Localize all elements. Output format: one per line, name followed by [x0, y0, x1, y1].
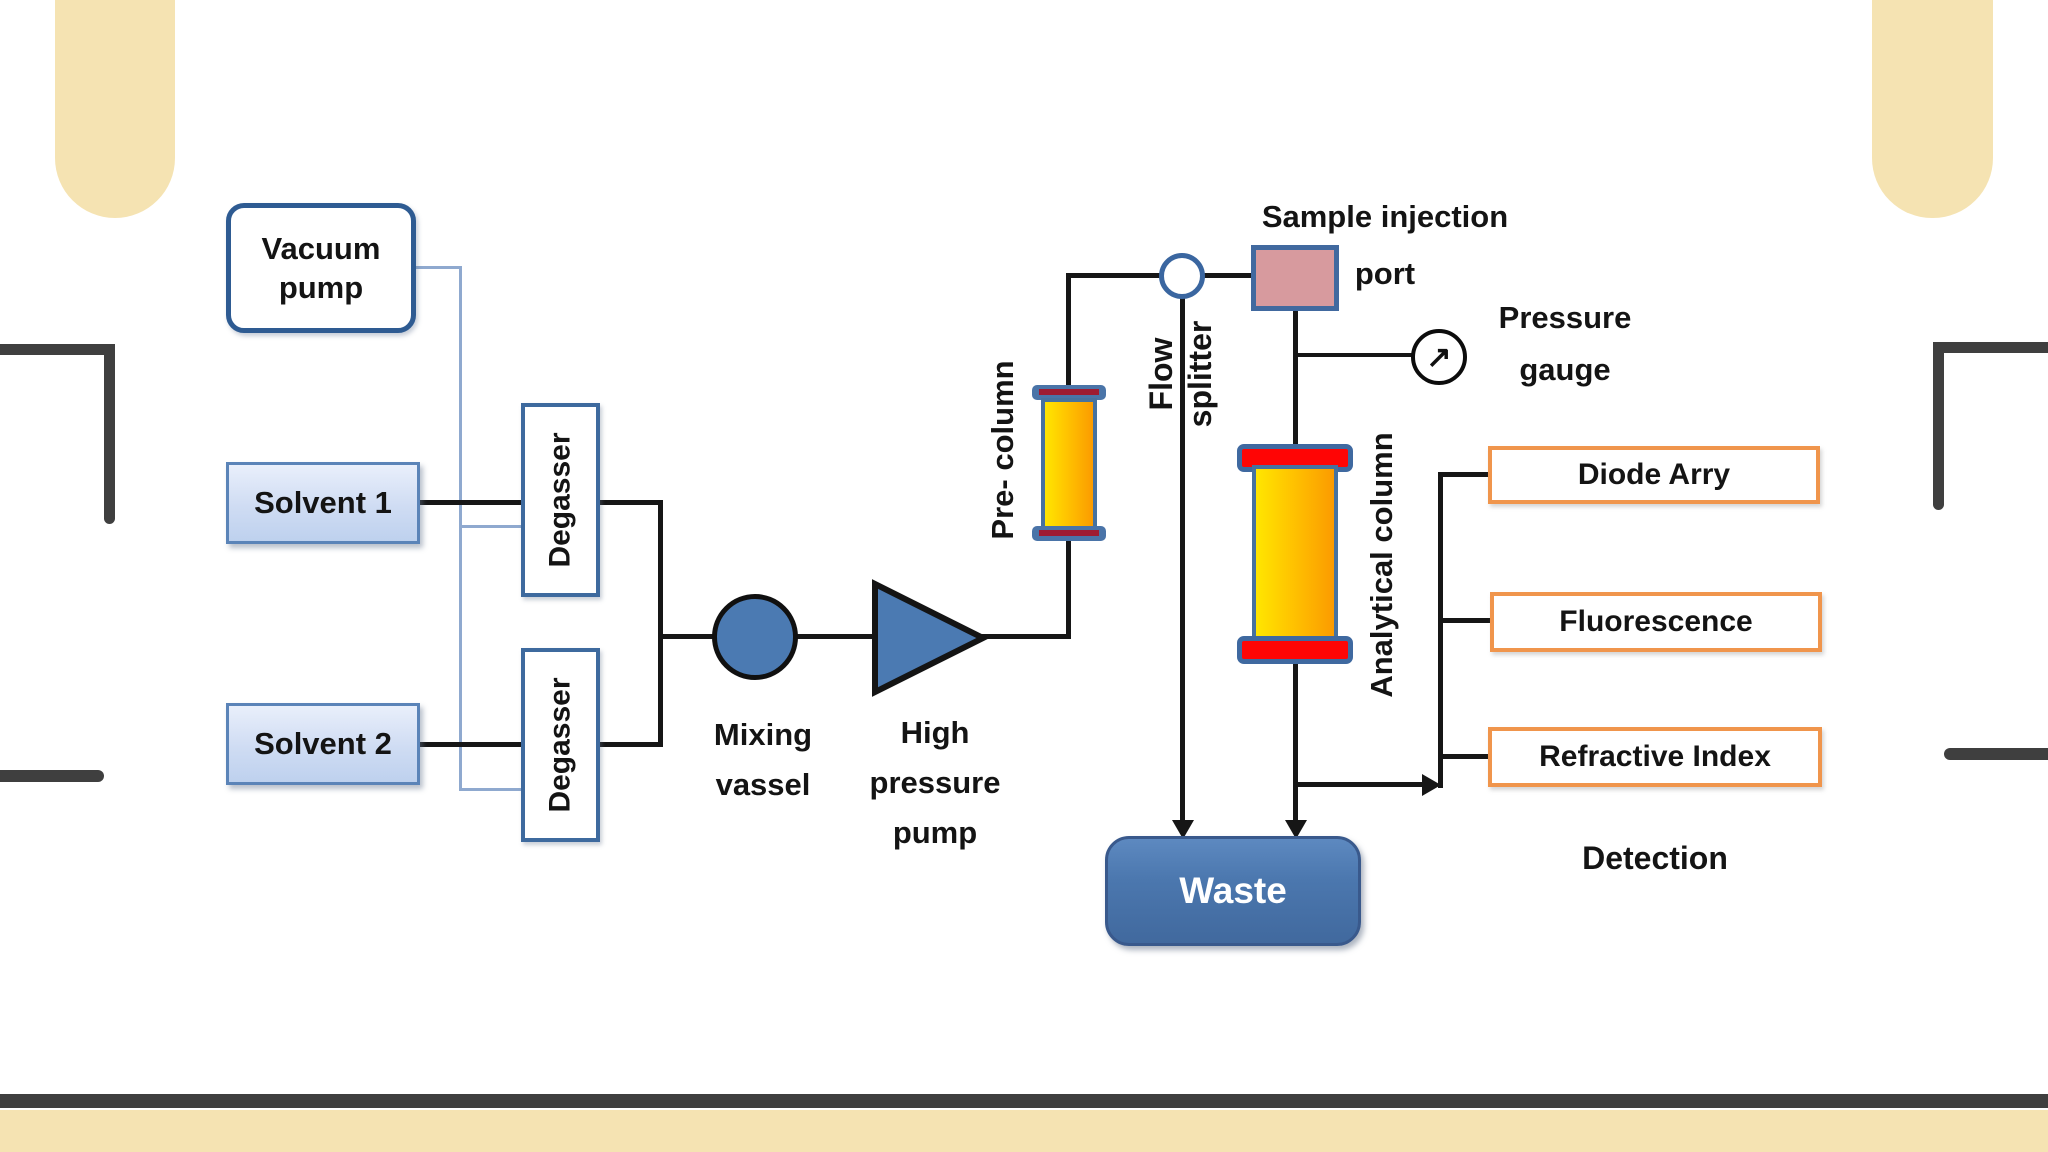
pre-column-cap-top-stripe [1039, 389, 1099, 395]
pressure-gauge-label-line1: Pressure [1498, 300, 1632, 335]
connector-solvent2-degasser2 [418, 742, 523, 747]
vacuum-line-branch-degasser2 [459, 788, 525, 791]
node-pre-column [1041, 398, 1097, 531]
connector-detection-bus [1438, 472, 1443, 788]
connector-pump-out [981, 634, 1071, 639]
pressure-gauge-label: Pressure gauge [1450, 292, 1680, 396]
node-waste: Waste [1105, 836, 1361, 946]
detector-fluorescence-label: Fluorescence [1559, 605, 1753, 638]
connector-junction-vessel [658, 634, 715, 639]
detection-label: Detection [1582, 840, 1728, 876]
node-high-pressure-pump [872, 579, 990, 697]
decor-bracket-right-horizontal [1933, 342, 2048, 353]
hp-pump-label-line2: pressure [869, 765, 1001, 800]
connector-degasser1-out [598, 500, 663, 505]
waste-label: Waste [1179, 870, 1287, 911]
node-solvent-2: Solvent 2 [226, 703, 420, 785]
hp-pump-label-line3: pump [892, 815, 978, 850]
connector-junction-vertical [658, 500, 663, 747]
hp-pump-label-line1: High [900, 715, 970, 750]
arrow-to-detection [1422, 774, 1441, 796]
high-pressure-pump-label: High pressure pump [830, 708, 1040, 858]
decor-bottom-strip [0, 1110, 2048, 1152]
connector-port-column [1293, 308, 1298, 448]
decor-pill-top-right [1872, 0, 1993, 218]
pressure-gauge-arrow-icon: ↗ [1426, 340, 1452, 374]
node-detector-refractive-index: Refractive Index [1488, 727, 1822, 787]
pre-column-cap-top [1032, 385, 1106, 400]
vacuum-line-vertical [459, 266, 462, 791]
detector-diode-array-label: Diode Arry [1577, 458, 1731, 491]
sample-injection-label-line1: Sample injection [1261, 199, 1509, 234]
analytical-column-label: Analytical column [1364, 432, 1399, 698]
vacuum-line-branch-degasser1 [459, 525, 525, 528]
node-degasser-1: Degasser [521, 403, 600, 597]
connector-gauge-branch [1295, 353, 1413, 357]
node-analytical-column [1252, 465, 1338, 643]
decor-dash-left [0, 770, 104, 782]
decor-pill-top-left [55, 0, 175, 218]
connector-degasser2-out [598, 742, 663, 747]
connector-branch-fluorescence [1438, 618, 1492, 623]
mixing-vessel-label-line1: Mixing [713, 717, 813, 752]
node-mixing-vessel [712, 594, 798, 680]
connector-splitter-waste [1180, 296, 1185, 823]
sample-injection-port-label: Sample injection port [1230, 188, 1540, 302]
detector-refractive-index-label: Refractive Index [1539, 740, 1771, 773]
decor-dash-right [1944, 748, 2048, 760]
vacuum-pump-label-line1: Vacuum [261, 231, 381, 266]
mixing-vessel-label: Mixing vassel [663, 710, 863, 810]
node-degasser-2: Degasser [521, 648, 600, 842]
pressure-gauge-label-line2: gauge [1519, 352, 1611, 387]
node-sample-injection-port [1251, 245, 1339, 311]
node-solvent-1: Solvent 1 [226, 462, 420, 544]
decor-bracket-left-horizontal [0, 344, 115, 355]
pre-column-cap-bottom-stripe [1039, 530, 1099, 536]
connector-branch-diode [1438, 472, 1492, 477]
node-detector-fluorescence: Fluorescence [1490, 592, 1822, 652]
solvent-2-label: Solvent 2 [254, 726, 392, 761]
connector-column-waste [1293, 658, 1298, 823]
connector-vessel-pump [795, 634, 875, 639]
arrow-splitter-to-waste [1172, 820, 1194, 839]
decor-bottom-bar [0, 1094, 2048, 1108]
mixing-vessel-label-line2: vassel [715, 767, 811, 802]
node-pressure-gauge: ↗ [1411, 329, 1467, 385]
connector-column-detection [1295, 782, 1425, 787]
pre-column-label: Pre- column [985, 360, 1020, 540]
connector-branch-refractive [1438, 754, 1492, 759]
node-flow-splitter [1159, 253, 1205, 299]
degasser-2-label: Degasser [543, 677, 577, 813]
arrow-column-to-waste [1285, 820, 1307, 839]
solvent-1-label: Solvent 1 [254, 485, 392, 520]
pre-column-cap-bottom [1032, 526, 1106, 541]
decor-bracket-left-vertical [104, 344, 115, 524]
flow-splitter-label-line1: Flow [1143, 337, 1179, 411]
node-detector-diode-array: Diode Arry [1488, 446, 1820, 504]
flow-splitter-label-line2: splitter [1182, 320, 1218, 428]
connector-solvent1-degasser1 [418, 500, 523, 505]
vacuum-pump-label-line2: pump [278, 270, 364, 305]
analytical-column-cap-bottom [1237, 636, 1353, 664]
node-vacuum-pump: Vacuum pump [226, 203, 416, 333]
sample-injection-label-line2: port [1354, 256, 1416, 291]
decor-bracket-right-vertical [1933, 342, 1944, 510]
vacuum-line-horizontal [413, 266, 462, 269]
degasser-1-label: Degasser [543, 432, 577, 568]
